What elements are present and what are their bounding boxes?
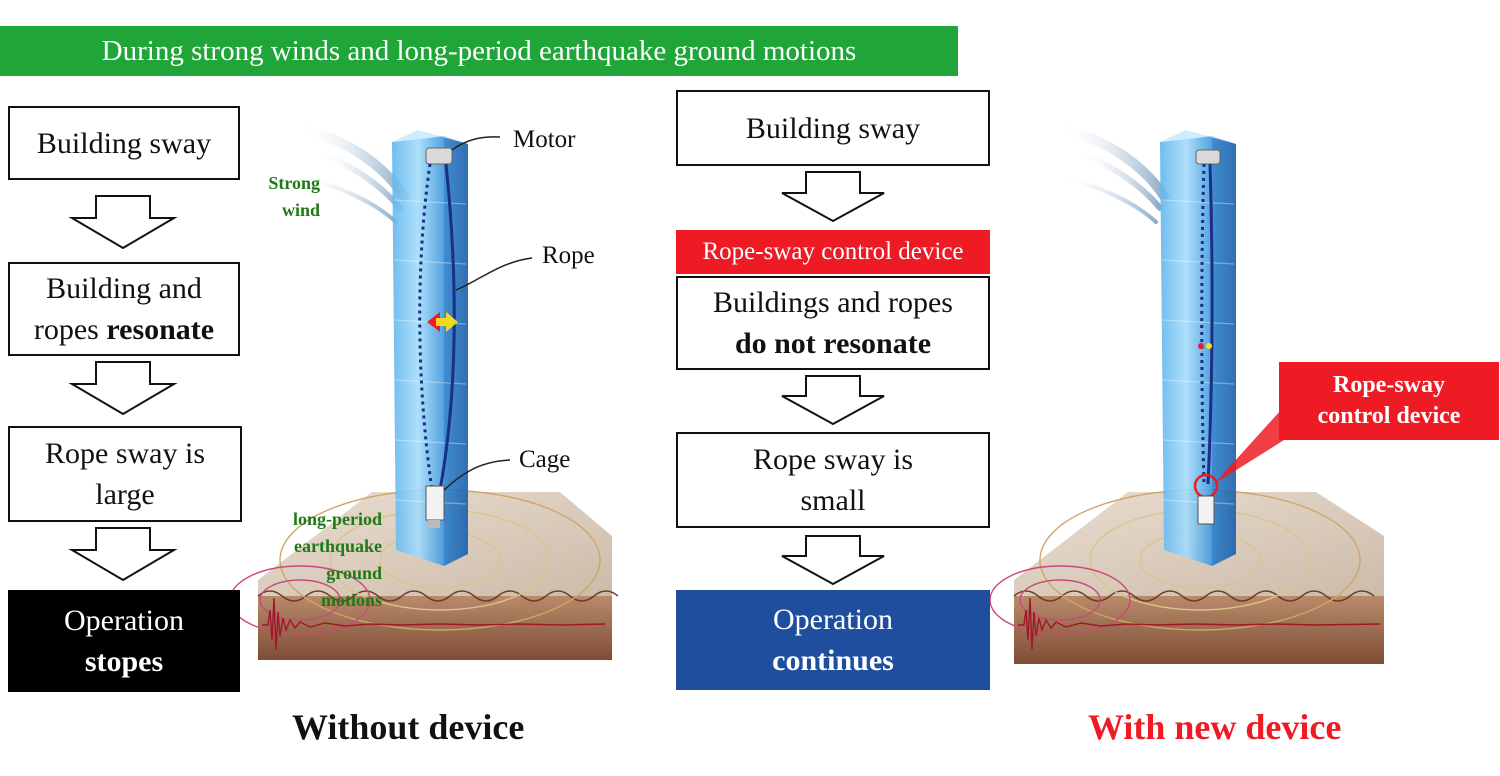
right-result-line2: continues bbox=[772, 644, 894, 677]
right-result-continues: Operation continues bbox=[676, 590, 990, 690]
quake-label: long-period earthquake ground motions bbox=[262, 506, 382, 614]
rope-left-dotted bbox=[418, 163, 434, 491]
cage-left bbox=[425, 485, 445, 521]
wind-right bbox=[1055, 123, 1169, 224]
right-step2-line2: do not resonate bbox=[734, 327, 932, 360]
left-result-line1: Operation bbox=[64, 604, 184, 637]
left-step2-line2: ropes resonate bbox=[34, 309, 214, 350]
strong-wind-line2: wind bbox=[281, 200, 320, 220]
building-right bbox=[1160, 130, 1300, 566]
flow-arrows bbox=[68, 171, 885, 586]
left-step-resonate: Building and ropes resonate bbox=[8, 262, 240, 356]
left-result-stops: Operation stopes bbox=[8, 590, 240, 692]
right-step-building-sway: Building sway bbox=[676, 90, 990, 166]
cage-label: Cage bbox=[519, 446, 571, 473]
left-step3-line1: Rope sway is bbox=[45, 437, 205, 470]
strong-wind-line1: Strong bbox=[268, 173, 320, 193]
building-left bbox=[392, 130, 533, 566]
device-callout-line1: Rope-sway bbox=[1333, 372, 1445, 398]
rope-label: Rope bbox=[542, 242, 595, 269]
left-step-building-sway: Building sway bbox=[8, 106, 240, 180]
right-step3-line1: Rope sway is bbox=[753, 443, 913, 476]
quake-line1: long-period bbox=[292, 509, 382, 529]
motor-right bbox=[1195, 149, 1221, 165]
motor-label: Motor bbox=[513, 126, 576, 153]
right-step-no-resonate: Buildings and ropes do not resonate bbox=[676, 276, 990, 370]
quake-line3: ground bbox=[326, 563, 382, 583]
left-result-line2: stopes bbox=[84, 645, 164, 678]
strong-wind-label: Strong wind bbox=[250, 170, 320, 224]
right-step1-text: Building sway bbox=[745, 111, 921, 145]
right-step2-line1: Buildings and ropes bbox=[713, 286, 953, 319]
left-step2-pre: ropes bbox=[33, 313, 107, 346]
right-device-label: Rope-sway control device bbox=[676, 230, 990, 274]
device-callout-line2: control device bbox=[1317, 403, 1461, 429]
sway-arrow-yellow bbox=[436, 312, 458, 332]
left-step3-line2: large bbox=[95, 478, 155, 511]
seismic-wave-right bbox=[1018, 597, 1381, 651]
rope-right-solid bbox=[1206, 163, 1214, 485]
left-step2-line1: Building and bbox=[46, 272, 202, 305]
left-step1-text: Building sway bbox=[36, 126, 212, 160]
right-step-sway-small: Rope sway is small bbox=[676, 432, 990, 528]
seismic-wave-left bbox=[262, 597, 606, 651]
quake-line2: earthquake bbox=[293, 536, 382, 556]
cage-right bbox=[1197, 495, 1215, 525]
caption-with-device: With new device bbox=[1088, 707, 1342, 747]
quake-line4: motions bbox=[320, 590, 382, 610]
motor-left bbox=[425, 147, 453, 165]
title-banner: During strong winds and long-period eart… bbox=[0, 26, 958, 76]
right-result-line1: Operation bbox=[773, 603, 893, 636]
device-callout: Rope-sway control device bbox=[1279, 362, 1499, 440]
right-step3-line2: small bbox=[800, 484, 866, 517]
caption-without-device: Without device bbox=[292, 707, 525, 747]
left-step-sway-large: Rope sway is large bbox=[8, 426, 242, 522]
left-step2-bold: resonate bbox=[106, 313, 215, 346]
